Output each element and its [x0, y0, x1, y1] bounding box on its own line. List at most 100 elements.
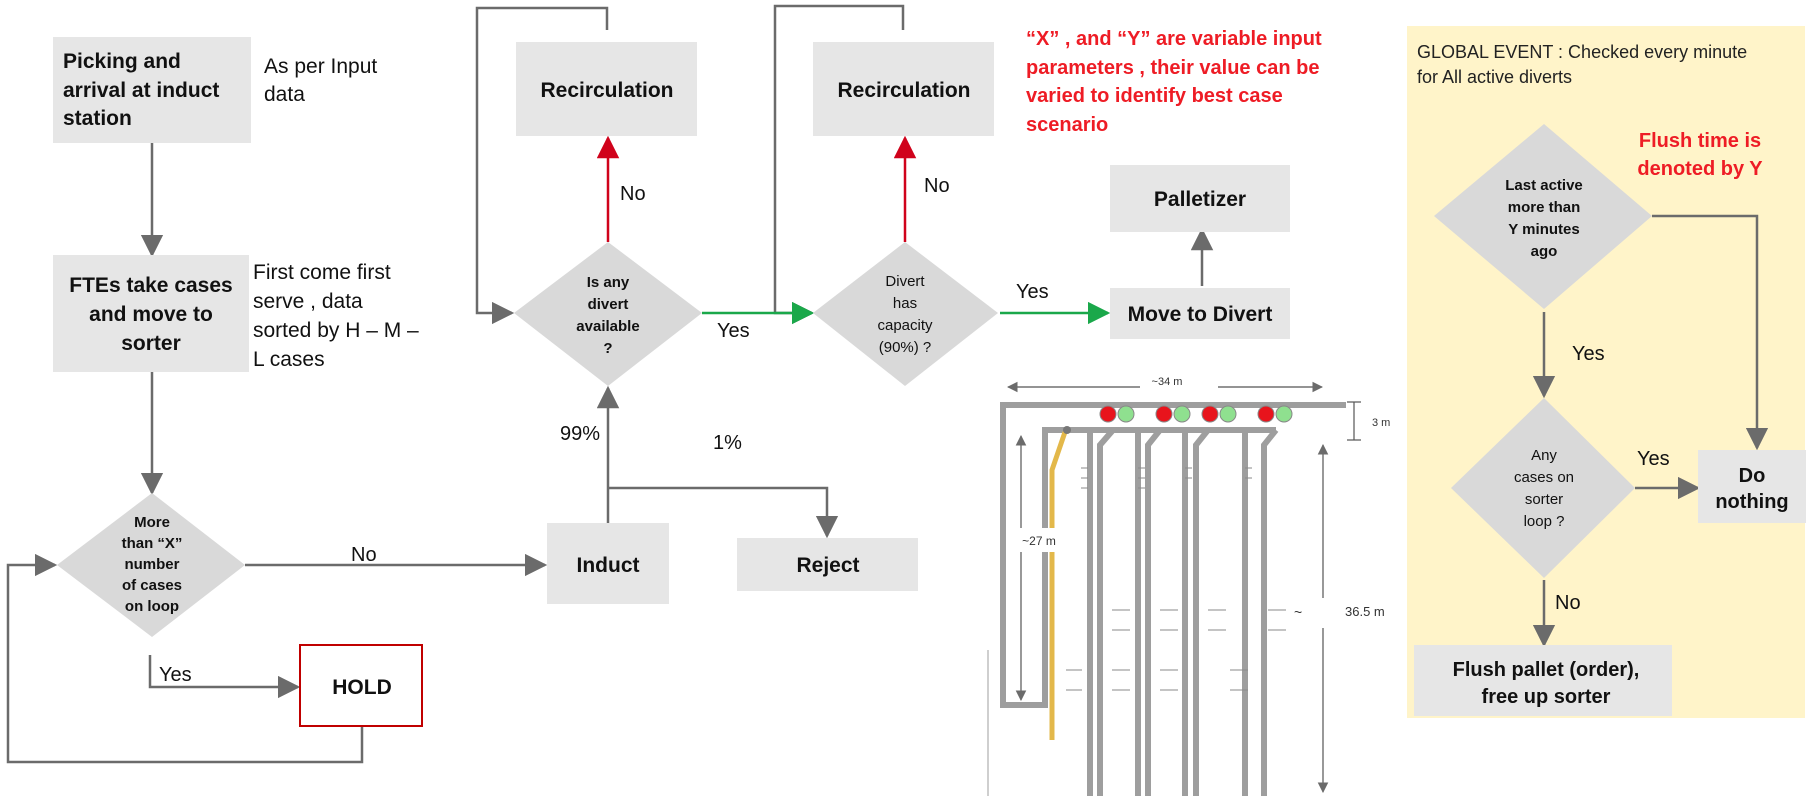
lane-info-stubs — [1066, 467, 1286, 691]
divert-available-label: Is any divert available ? — [576, 274, 639, 357]
svg-text:cases on: cases on — [1514, 469, 1574, 486]
capacity-diamond — [813, 242, 998, 386]
recirculation-label-1: Recirculation — [540, 79, 673, 102]
svg-text:Yes: Yes — [1637, 448, 1670, 470]
svg-text:No: No — [1555, 592, 1581, 614]
left-height-label: ~27 m — [1022, 534, 1056, 548]
svg-text:First come first: First come first — [253, 261, 391, 284]
svg-text:Any: Any — [1531, 447, 1557, 464]
svg-text:Is any: Is any — [587, 274, 630, 291]
ftes-box — [53, 255, 249, 372]
conveyor-tracks — [1000, 402, 1346, 796]
svg-text:divert: divert — [588, 296, 629, 313]
svg-text:Yes: Yes — [1572, 343, 1605, 365]
flush-label: Flush pallet (order), free up sorter — [1453, 659, 1640, 708]
yellow-conveyor — [1049, 431, 1068, 740]
induct-box — [547, 523, 669, 604]
svg-text:sorter: sorter — [1525, 491, 1563, 508]
palletizer-box — [1110, 165, 1290, 232]
flush-box — [1414, 645, 1672, 716]
red-connectors — [596, 135, 917, 242]
svg-text:varied to identify best case: varied to identify best case — [1026, 85, 1283, 107]
any-cases-label: Any cases on sorter loop ? — [1514, 447, 1574, 530]
svg-text:GLOBAL EVENT : Checked every m: GLOBAL EVENT : Checked every minute — [1417, 42, 1747, 62]
right-height-label: 36.5 m — [1345, 604, 1385, 619]
svg-text:on loop: on loop — [125, 598, 179, 615]
any-cases-diamond — [1451, 398, 1635, 578]
svg-text:denoted by Y: denoted by Y — [1637, 158, 1763, 180]
svg-text:Flush time is: Flush time is — [1639, 130, 1761, 152]
top-depth-label: 3 m — [1372, 417, 1390, 429]
flush-time-note: Flush time is denoted by Y — [1637, 130, 1763, 180]
svg-text:Picking and: Picking and — [63, 50, 181, 73]
svg-text:available: available — [576, 318, 639, 335]
svg-text:parameters , their value can b: parameters , their value can be — [1026, 57, 1319, 79]
svg-text:nothing: nothing — [1715, 491, 1788, 513]
loop-check-label: More than “X” number of cases on loop — [122, 514, 183, 615]
loop-check-diamond — [57, 493, 245, 637]
svg-text:of cases: of cases — [122, 577, 182, 594]
svg-text:FTEs take cases: FTEs take cases — [69, 274, 232, 297]
svg-text:sorter: sorter — [121, 332, 181, 355]
svg-text:has: has — [893, 295, 917, 312]
recirculation-box-1 — [516, 42, 697, 136]
svg-text:L cases: L cases — [253, 348, 325, 371]
ftes-label: FTEs take cases and move to sorter — [69, 274, 232, 355]
svg-text:more than: more than — [1508, 199, 1581, 216]
svg-text:No: No — [351, 544, 377, 566]
move-divert-label: Move to Divert — [1128, 303, 1273, 326]
connectors — [6, 4, 1769, 764]
palletizer-label: Palletizer — [1154, 188, 1246, 211]
hold-label: HOLD — [332, 676, 392, 699]
svg-text:scenario: scenario — [1026, 114, 1108, 136]
svg-text:Y minutes: Y minutes — [1508, 221, 1579, 238]
svg-text:free up sorter: free up sorter — [1482, 686, 1611, 708]
sorter-layout-plan: ~34 m — [984, 372, 1394, 796]
last-active-diamond — [1434, 124, 1652, 309]
svg-text:ago: ago — [1531, 243, 1558, 260]
reject-label: Reject — [796, 554, 859, 577]
ftes-note: First come first serve , data sorted by … — [253, 261, 419, 371]
capacity-label: Divert has capacity (90%) ? — [877, 273, 933, 356]
svg-text:Yes: Yes — [717, 320, 750, 342]
svg-text:and move to: and move to — [89, 303, 213, 326]
recirculation-label-2: Recirculation — [837, 79, 970, 102]
svg-text:Yes: Yes — [159, 664, 192, 686]
svg-text:sorted by H – M –: sorted by H – M – — [253, 319, 419, 342]
move-divert-box — [1110, 288, 1290, 339]
svg-text:station: station — [63, 107, 132, 130]
svg-text:Last active: Last active — [1505, 177, 1583, 194]
picking-label: Picking and arrival at induct station — [63, 50, 219, 130]
divert-available-diamond — [514, 242, 702, 386]
svg-text:1%: 1% — [713, 432, 742, 454]
svg-text:arrival at induct: arrival at induct — [63, 79, 219, 102]
last-active-label: Last active more than Y minutes ago — [1505, 177, 1583, 260]
edge-labels: No Yes 99% 1% No Yes No Yes — [159, 175, 1049, 686]
svg-text:?: ? — [603, 340, 612, 357]
svg-text:99%: 99% — [560, 423, 600, 445]
svg-text:(90%) ?: (90%) ? — [879, 339, 932, 356]
recirculation-box-2 — [813, 42, 994, 136]
svg-text:“X” , and “Y” are variable in: “X” , and “Y” are variable input — [1026, 28, 1322, 50]
global-event-panel — [1407, 26, 1805, 718]
divert-lights — [1099, 405, 1293, 423]
svg-text:loop ?: loop ? — [1524, 513, 1565, 530]
svg-text:More: More — [134, 514, 170, 531]
svg-text:data: data — [264, 83, 305, 106]
svg-text:Divert: Divert — [885, 273, 925, 290]
svg-text:Flush pallet (order),: Flush pallet (order), — [1453, 659, 1640, 681]
svg-text:for All active diverts: for All active diverts — [1417, 67, 1572, 87]
svg-text:No: No — [924, 175, 950, 197]
picking-note: As per Input data — [264, 55, 377, 106]
induct-label: Induct — [577, 554, 640, 577]
svg-text:than “X”: than “X” — [122, 535, 183, 552]
do-nothing-box — [1698, 450, 1806, 523]
global-event-title: GLOBAL EVENT : Checked every minute for … — [1417, 42, 1747, 87]
svg-text:As per Input: As per Input — [264, 55, 377, 78]
variables-note: “X” , and “Y” are variable input paramet… — [1026, 28, 1322, 136]
svg-text:number: number — [124, 556, 179, 573]
hold-box — [299, 644, 423, 727]
reject-box — [737, 538, 918, 591]
svg-text:Yes: Yes — [1016, 281, 1049, 303]
